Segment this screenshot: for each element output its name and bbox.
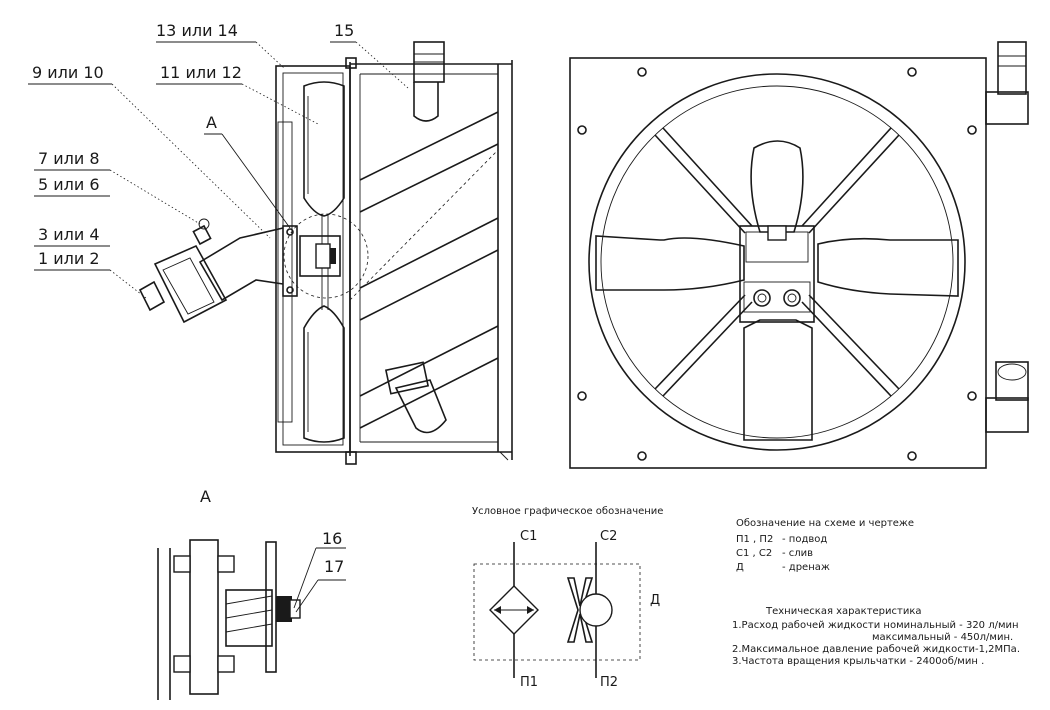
callout-13-14: 13 или 14 [156,21,238,40]
symbol-boundary [473,563,641,661]
fan-blade-lower [303,305,345,443]
fan-ring-inner [600,85,954,439]
graphic-symbol: Условное графическое обозначение С1 С2 Д… [472,506,663,690]
legend-desc: - дренаж [782,562,830,573]
hydraulic-motor [198,227,284,302]
pipe-upper-right [985,91,1029,125]
callout-7-8: 7 или 8 [38,149,100,168]
front-view [569,41,1029,469]
legend-desc: - подвод [782,534,827,545]
symbol-d: Д [650,593,660,608]
top-pipe [413,82,439,122]
spec-line-1b: максимальный - 450л/мин. [872,632,1013,643]
spec-line-3: 3.Частота вращения крыльчатки - 2400об/м… [732,656,984,667]
detail-circle-a [283,213,369,299]
symbol-title: Условное графическое обозначение [472,506,663,517]
side-view-callouts: 13 или 14 15 9 или 10 11 или 12 А 7 или … [28,21,409,299]
callout-a: А [206,113,217,132]
fan-blade-upper [303,81,345,217]
motor-flange [282,225,298,297]
callout-3-4: 3 или 4 [38,225,100,244]
legend-title: Обозначение на схеме и чертеже [736,518,914,529]
port-left [753,289,771,307]
blade-left [595,235,745,291]
blade-top [750,140,804,233]
legend: Обозначение на схеме и чертеже П1 , П2 -… [736,518,914,573]
callout-17: 17 [324,557,344,576]
fan-ring-outer [588,73,966,451]
symbol-p1: П1 [520,675,538,690]
housing-plate [275,65,351,453]
pipe-lower-right [985,397,1029,433]
technical-specs: Техническая характеристика 1.Расход рабо… [732,606,1020,667]
callout-1-2: 1 или 2 [38,249,100,268]
side-view [138,41,513,465]
legend-code: С1 , С2 [736,548,772,559]
spec-line-2: 2.Максимальное давление рабочей жидкости… [732,644,1020,655]
blade-right [817,237,959,297]
motor-symbol [579,593,613,627]
spec-line-1: 1.Расход рабочей жидкости номинальный - … [732,620,1019,631]
callout-9-10: 9 или 10 [32,63,104,82]
callout-11-12: 11 или 12 [160,63,242,82]
callout-5-6: 5 или 6 [38,175,100,194]
detail-title: А [200,487,211,506]
legend-code: П1 , П2 [736,534,773,545]
callout-16: 16 [322,529,342,548]
port-right [783,289,801,307]
legend-desc: - слив [782,548,813,559]
symbol-c1: С1 [520,529,537,544]
detail-flange [189,539,219,695]
detail-a: А [157,487,319,700]
frame-plate [569,57,987,469]
callout-15: 15 [334,21,354,40]
legend-code: Д [736,562,744,573]
blade-bottom [743,319,813,441]
bottom-pipe [394,379,447,434]
specs-title: Техническая характеристика [765,606,922,617]
hub [299,235,341,277]
symbol-c2: С2 [600,529,617,544]
symbol-p2: П2 [600,675,618,690]
